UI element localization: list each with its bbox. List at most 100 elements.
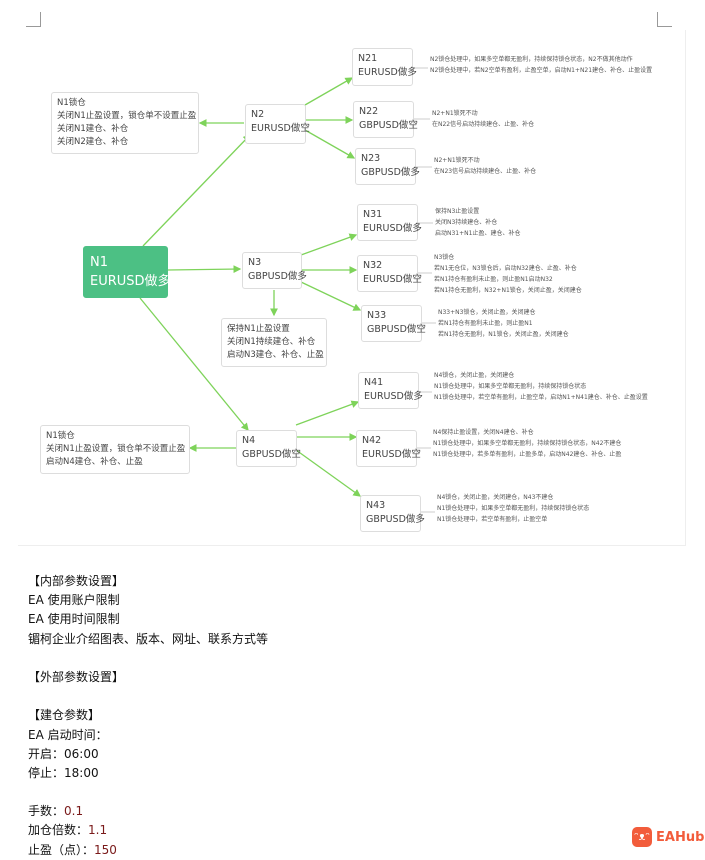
internal-params-heading: 【内部参数设置】 <box>28 574 125 588</box>
page-corner-mark <box>657 12 672 27</box>
node-id: N43 <box>366 500 386 511</box>
logo-text: EAHub <box>656 829 705 845</box>
note-line: N1锁仓处理中，若多单有盈利，止盈多单，启动N42建仓、补仓、止盈 <box>433 451 622 458</box>
connector-lines <box>139 67 436 513</box>
node-label: EURUSD做空 <box>363 274 422 285</box>
note-line: N33+N3锁仓，关闭止盈，关闭建仓 <box>438 309 536 316</box>
node-label: GBPUSD做多 <box>361 167 420 178</box>
box-line: 关闭N1持续建仓、补仓 <box>227 337 316 347</box>
node-id: N42 <box>362 435 382 446</box>
node-label: GBPUSD做空 <box>367 324 426 335</box>
note-line: N2+N1锁死不动 <box>432 110 478 117</box>
note-line: 关闭N3持续建仓、补仓 <box>435 219 498 226</box>
param-value: 06:00 <box>64 746 99 761</box>
node-label: EURUSD做多 <box>90 274 171 289</box>
stop-time-line: 停止：18:00 <box>28 764 268 783</box>
box-line: 关闭N1止盈设置，锁仓单不设置止盈 <box>57 111 197 121</box>
param-label: 停止： <box>28 765 65 780</box>
node-id: N41 <box>364 377 384 388</box>
n2-lock-box: N1锁仓关闭N1止盈设置，锁仓单不设置止盈关闭N1建仓、补仓关闭N2建仓、补仓 <box>51 92 199 154</box>
doc-line: 镅柯企业介绍图表、版本、网址、联系方式等 <box>28 631 269 646</box>
note-line: N3锁仓 <box>434 254 455 261</box>
external-params-heading: 【外部参数设置】 <box>28 669 125 684</box>
doc-line: EA 使用账户限制 <box>28 593 120 608</box>
doc-line: EA 启动时间： <box>28 727 108 742</box>
note-line: 在N22信号启动持续建仓、止盈、补仓 <box>432 121 535 128</box>
box-line: N1锁仓 <box>46 431 75 441</box>
note-line: N2+N1锁死不动 <box>434 157 480 164</box>
param-label: 手数： <box>28 804 65 819</box>
note-line: N4锁仓，关闭止盈，关闭建仓，N43不建仓 <box>437 494 554 501</box>
note-line: 若N1无仓位，N3锁仓后，启动N32建仓、止盈、补仓 <box>434 265 577 272</box>
node-id: N22 <box>359 106 379 117</box>
note-line: N1锁仓处理中，如果多空单都无盈利，持续保持锁仓状态，N42不建仓 <box>433 440 622 447</box>
node-label: EURUSD做多 <box>364 391 423 402</box>
note-line: 启动N31+N1止盈、建仓、补仓 <box>435 230 521 237</box>
node-id: N21 <box>358 53 378 64</box>
note-n43: N4锁仓，关闭止盈，关闭建仓，N43不建仓 N1锁仓处理中，如果多空单都无盈利，持… <box>437 492 589 525</box>
node-label: GBPUSD做多 <box>366 514 425 525</box>
param-value: 18:00 <box>64 765 99 780</box>
note-line: N1锁仓处理中，若空单有盈利，止盈空单，启动N1+N41建仓、补仓、止盈设置 <box>434 394 648 401</box>
n3-keep-box: 保持N1止盈设置关闭N1持续建仓、补仓启动N3建仓、补仓、止盈 <box>221 318 327 367</box>
note-line: 在N23信号启动持续建仓、止盈、补仓 <box>434 168 537 175</box>
box-line: 启动N3建仓、补仓、止盈 <box>227 350 324 360</box>
note-n32: N3锁仓若N1无仓位，N3锁仓后，启动N32建仓、止盈、补仓若N1持仓有盈利未止… <box>434 252 582 296</box>
box-line: N1锁仓 <box>57 98 86 108</box>
note-line: N1锁仓处理中，如果多空单都无盈利，持续保持锁仓状态 <box>437 505 590 512</box>
node-id: N31 <box>363 209 383 220</box>
param-label: 开启： <box>28 746 65 761</box>
node-label: GBPUSD做空 <box>359 120 418 131</box>
node-label: EURUSD做空 <box>362 449 421 460</box>
note-n31: 保持N3止盈设置关闭N3持续建仓、补仓启动N31+N1止盈、建仓、补仓 <box>435 206 520 239</box>
note-line: 若N1持仓有盈利未止盈，则止盈N1启动N32 <box>434 276 553 283</box>
node-id: N23 <box>361 153 381 164</box>
page-corner-mark <box>26 12 41 27</box>
open-params-heading: 【建仓参数】 <box>28 708 101 723</box>
node-label: EURUSD做空 <box>251 123 310 134</box>
note-n23: N2+N1锁死不动在N23信号启动持续建仓、止盈、补仓 <box>434 155 536 177</box>
node-id: N32 <box>363 260 383 271</box>
node-id: N2 <box>251 109 265 120</box>
multiplier-line: 加仓倍数：1.1 <box>28 821 268 840</box>
param-value: 150 <box>94 842 117 857</box>
parameter-document: 【内部参数设置】 EA 使用账户限制 EA 使用时间限制 镅柯企业介绍图表、版本… <box>28 572 268 860</box>
box-line: 关闭N1止盈设置，锁仓单不设置止盈 <box>46 444 186 454</box>
box-line: 启动N4建仓、补仓、止盈 <box>46 457 143 467</box>
note-line: N2锁仓处理中，若N2空单有盈利，止盈空单，启动N1+N21建仓、补仓、止盈设置 <box>430 67 653 74</box>
note-line: N1锁仓处理中，若空单有盈利，止盈空单 <box>437 516 548 523</box>
note-line: N2锁仓处理中，如果多空单都无盈利，持续保持锁仓状态，N2不做其他动作 <box>430 56 633 63</box>
n4-lock-box: N1锁仓关闭N1止盈设置，锁仓单不设置止盈启动N4建仓、补仓、止盈 <box>40 425 190 474</box>
note-n22: N2+N1锁死不动在N22信号启动持续建仓、止盈、补仓 <box>432 108 534 130</box>
box-line: 关闭N1建仓、补仓 <box>57 124 129 134</box>
param-label: 止盈（点）： <box>28 842 95 857</box>
node-id: N4 <box>242 435 256 446</box>
note-n21: N2锁仓处理中，如果多空单都无盈利，持续保持锁仓状态，N2不做其他动作 N2锁仓处… <box>430 54 652 76</box>
doc-line: EA 使用时间限制 <box>28 612 120 627</box>
param-value: 1.1 <box>88 823 108 838</box>
open-time-line: 开启：06:00 <box>28 745 268 764</box>
box-line: 保持N1止盈设置 <box>227 324 290 334</box>
node-label: EURUSD做多 <box>363 223 422 234</box>
node-id: N33 <box>367 310 387 321</box>
note-line: 若N1持仓有盈利未止盈，则止盈N1 <box>438 320 533 327</box>
note-line: 保持N3止盈设置 <box>435 208 480 215</box>
lots-line: 手数：0.1 <box>28 802 268 821</box>
